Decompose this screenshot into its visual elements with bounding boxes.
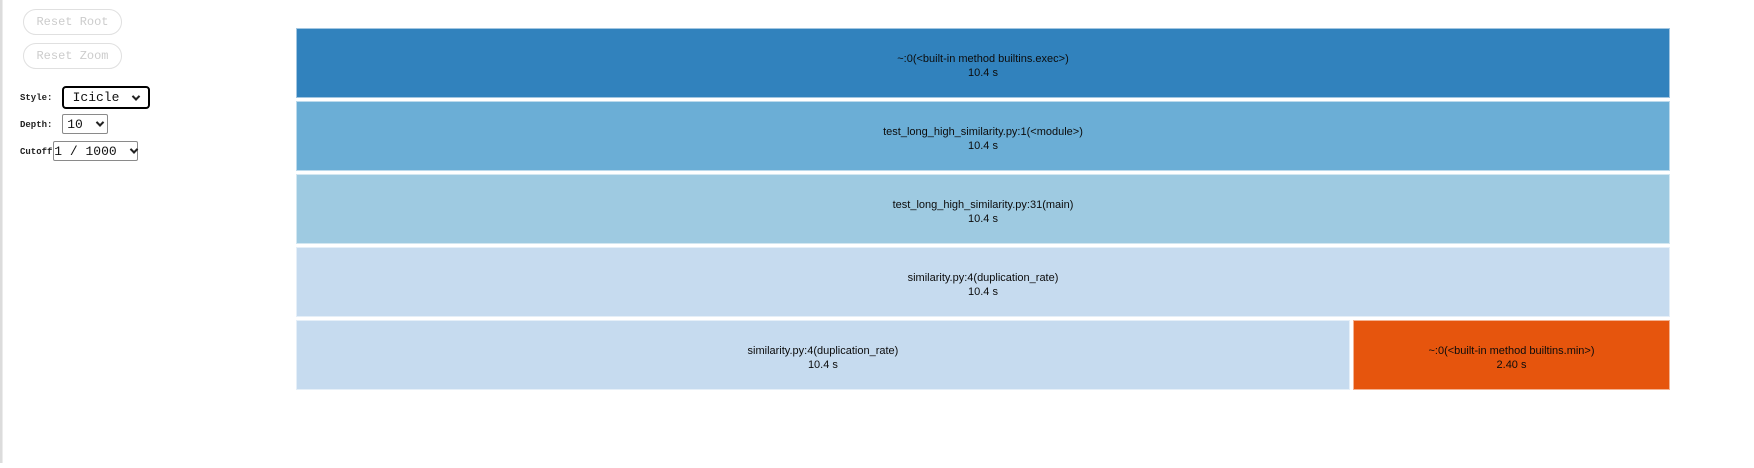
cutoff-label: Cutoff: xyxy=(20,147,58,157)
frame-function-label: ~:0(<built-in method builtins.exec>) xyxy=(897,52,1069,65)
icicle-chart: ~:0(<built-in method builtins.exec>)10.4… xyxy=(296,28,1670,390)
reset-zoom-button[interactable]: Reset Zoom xyxy=(23,43,122,69)
frame-function-label: ~:0(<built-in method builtins.min>) xyxy=(1428,344,1595,357)
frame-time-label: 10.4 s xyxy=(807,358,838,371)
icicle-frame[interactable]: test_long_high_similarity.py:31(main)10.… xyxy=(296,174,1670,244)
icicle-frame[interactable]: ~:0(<built-in method builtins.min>)2.40 … xyxy=(1353,320,1670,390)
style-select-value: Icicle xyxy=(72,90,120,105)
depth-select[interactable]: 10 xyxy=(62,114,108,134)
frame-function-label: similarity.py:4(duplication_rate) xyxy=(907,271,1059,284)
icicle-frame[interactable]: test_long_high_similarity.py:1(<module>)… xyxy=(296,101,1670,171)
frame-time-label: 10.4 s xyxy=(968,212,998,225)
cutoff-select[interactable]: 1 / 1000 xyxy=(53,141,138,161)
icicle-frame[interactable]: similarity.py:4(duplication_rate)10.4 s xyxy=(296,320,1350,390)
frame-time-label: 10.4 s xyxy=(968,66,998,79)
frame-time-label: 2.40 s xyxy=(1496,358,1527,371)
window-edge-strip xyxy=(0,0,3,463)
depth-label: Depth: xyxy=(20,120,53,130)
depth-select-value: 10 xyxy=(67,116,83,132)
cutoff-select-value: 1 / 1000 xyxy=(54,143,117,159)
chevron-down-icon xyxy=(129,145,138,154)
chevron-down-icon xyxy=(132,91,141,101)
frame-function-label: test_long_high_similarity.py:1(<module>) xyxy=(883,125,1083,138)
frame-function-label: similarity.py:4(duplication_rate) xyxy=(747,344,899,357)
frame-time-label: 10.4 s xyxy=(968,139,998,152)
frame-time-label: 10.4 s xyxy=(968,285,998,298)
style-label: Style: xyxy=(20,93,53,103)
icicle-frame[interactable]: ~:0(<built-in method builtins.exec>)10.4… xyxy=(296,28,1670,98)
reset-root-button[interactable]: Reset Root xyxy=(23,9,122,35)
icicle-frame[interactable]: similarity.py:4(duplication_rate)10.4 s xyxy=(296,247,1670,317)
chevron-down-icon xyxy=(95,118,105,127)
style-select[interactable]: Icicle xyxy=(62,86,150,109)
frame-function-label: test_long_high_similarity.py:31(main) xyxy=(892,198,1074,211)
